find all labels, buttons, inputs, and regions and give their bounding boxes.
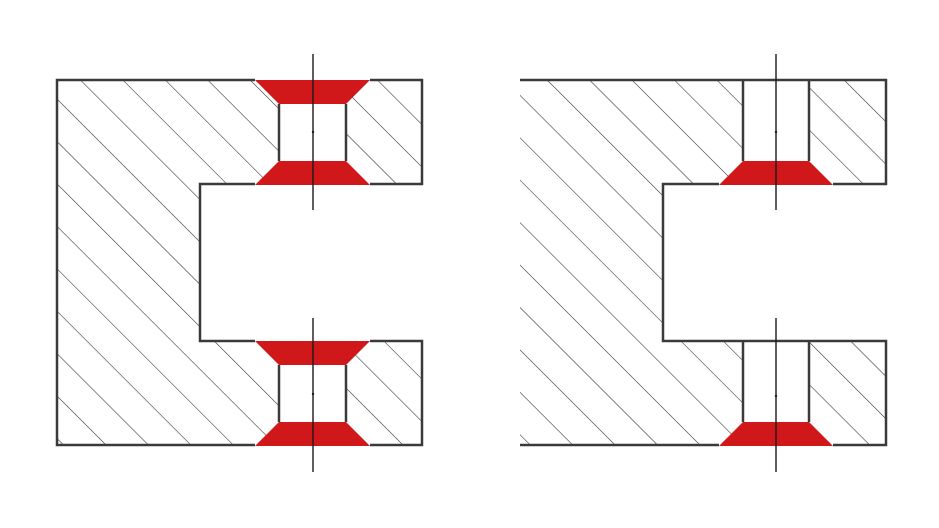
right-upper-center-dot <box>774 130 778 134</box>
left-part-outline <box>55 78 424 447</box>
left-upper-center-dot <box>311 130 315 134</box>
right-part-body <box>520 80 886 445</box>
left-view <box>55 54 424 472</box>
left-lower-center-dot <box>311 392 315 396</box>
left-part-body <box>57 80 422 445</box>
right-part-outline <box>520 78 888 447</box>
right-view <box>520 54 888 472</box>
right-lower-center-dot <box>774 394 778 398</box>
